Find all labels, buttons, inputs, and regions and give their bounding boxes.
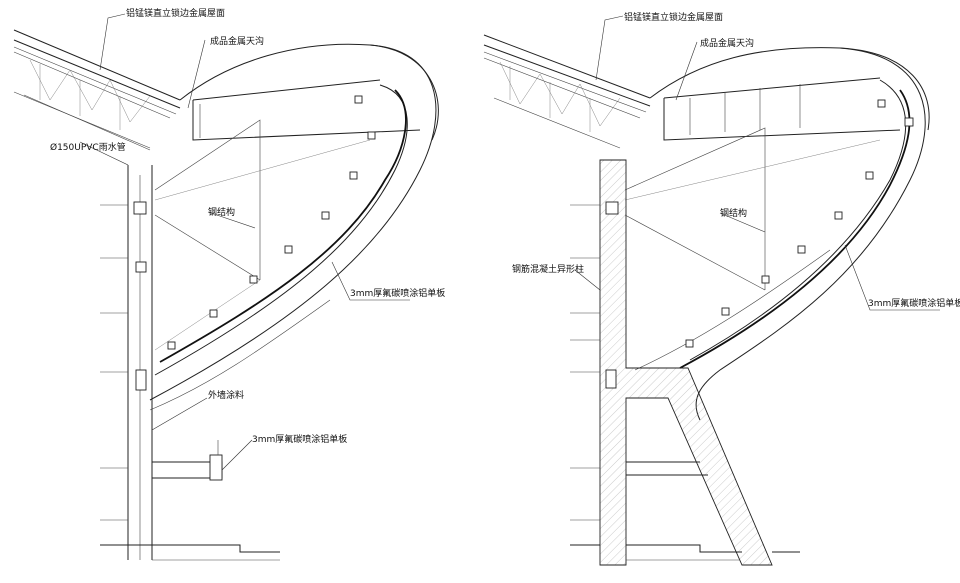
left-leader-panel-lower	[221, 439, 253, 471]
left-ground	[100, 544, 280, 561]
left-steel-structure	[154, 95, 376, 351]
left-canopy-skin	[149, 44, 437, 411]
right-roof	[483, 34, 930, 131]
left-gutter	[192, 79, 421, 141]
label-drain-pipe-left: Ø150UPVC雨水管	[50, 141, 126, 153]
label-roof-right: 铝锰镁直立锁边金属屋面	[624, 11, 723, 23]
right-section: 铝锰镁直立锁边金属屋面 成品金属天沟 钢结构 钢筋混凝土异形柱 3mm厚氟碳喷涂…	[483, 11, 960, 566]
label-roof-left: 铝锰镁直立锁边金属屋面	[126, 7, 225, 19]
left-leader-pipe	[79, 141, 129, 166]
right-leader-panel	[844, 244, 940, 311]
left-leader-gutter	[187, 39, 206, 109]
label-panel-right: 3mm厚氟碳喷涂铝单板	[868, 297, 960, 309]
right-leader-roof	[595, 15, 624, 81]
label-paint-left: 外墙涂料	[208, 389, 244, 401]
label-gutter-left: 成品金属天沟	[210, 35, 264, 47]
left-wall	[100, 165, 153, 560]
left-section: 铝锰镁直立锁边金属屋面 成品金属天沟 Ø150UPVC雨水管 钢结构 3mm厚氟…	[13, 7, 445, 561]
right-ground	[570, 544, 800, 561]
left-leader-steel	[207, 211, 256, 229]
right-leader-steel	[719, 212, 766, 233]
right-leader-gutter	[675, 41, 698, 101]
right-floors	[570, 204, 708, 521]
label-panel-left: 3mm厚氟碳喷涂铝单板	[350, 287, 445, 299]
right-leader-column	[574, 269, 601, 291]
label-gutter-right: 成品金属天沟	[700, 37, 754, 49]
label-steel-right: 钢结构	[720, 207, 747, 219]
right-concrete-column	[599, 159, 773, 566]
left-leader-roof	[99, 13, 126, 71]
label-concrete-column-right: 钢筋混凝土异形柱	[512, 263, 584, 275]
right-canopy-skin	[634, 47, 926, 421]
left-leader-panel	[331, 261, 410, 301]
right-steel-structure	[624, 99, 886, 348]
right-gutter	[663, 77, 901, 141]
left-lower-soffit	[152, 440, 223, 481]
label-steel-left: 钢结构	[208, 206, 235, 218]
left-roof	[13, 29, 439, 141]
left-leader-paint	[151, 397, 208, 431]
right-truss	[483, 57, 641, 149]
left-truss	[13, 51, 171, 151]
label-panel-lower-left: 3mm厚氟碳喷涂铝单板	[252, 433, 347, 445]
